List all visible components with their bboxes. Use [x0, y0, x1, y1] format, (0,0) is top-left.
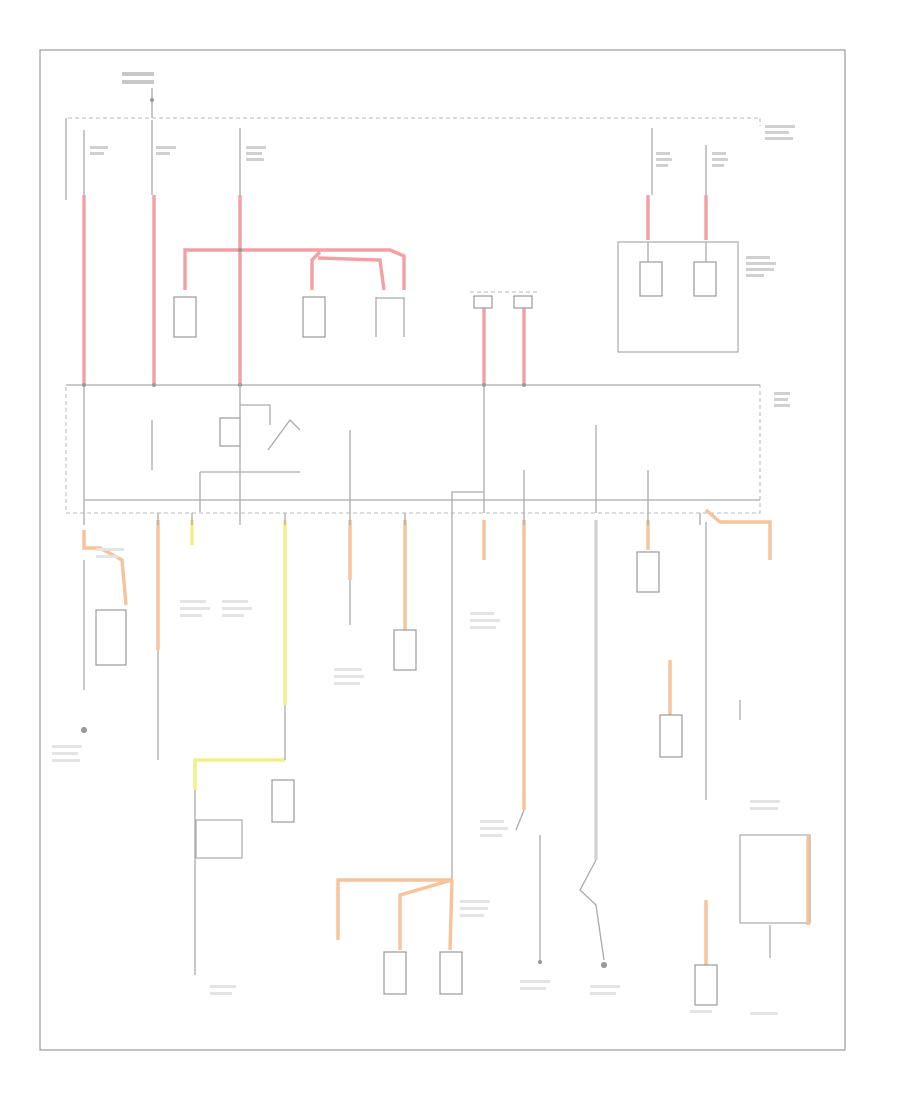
diagram-border [39, 49, 846, 1051]
lower-branch-wires [81, 508, 811, 1006]
fuse-drops-top [83, 120, 728, 195]
central-fuse-block-outline [65, 383, 790, 514]
underhood-fuse-block-outline [65, 117, 795, 200]
central-block-relays [151, 385, 649, 513]
label-placeholders [52, 548, 780, 1015]
upper-components [173, 291, 540, 338]
relay-module-top-right [617, 241, 776, 353]
battery-feed [122, 72, 154, 118]
ground-symbols [81, 727, 607, 968]
red-feed-wires [82, 195, 708, 385]
connector-ticks [83, 513, 701, 525]
